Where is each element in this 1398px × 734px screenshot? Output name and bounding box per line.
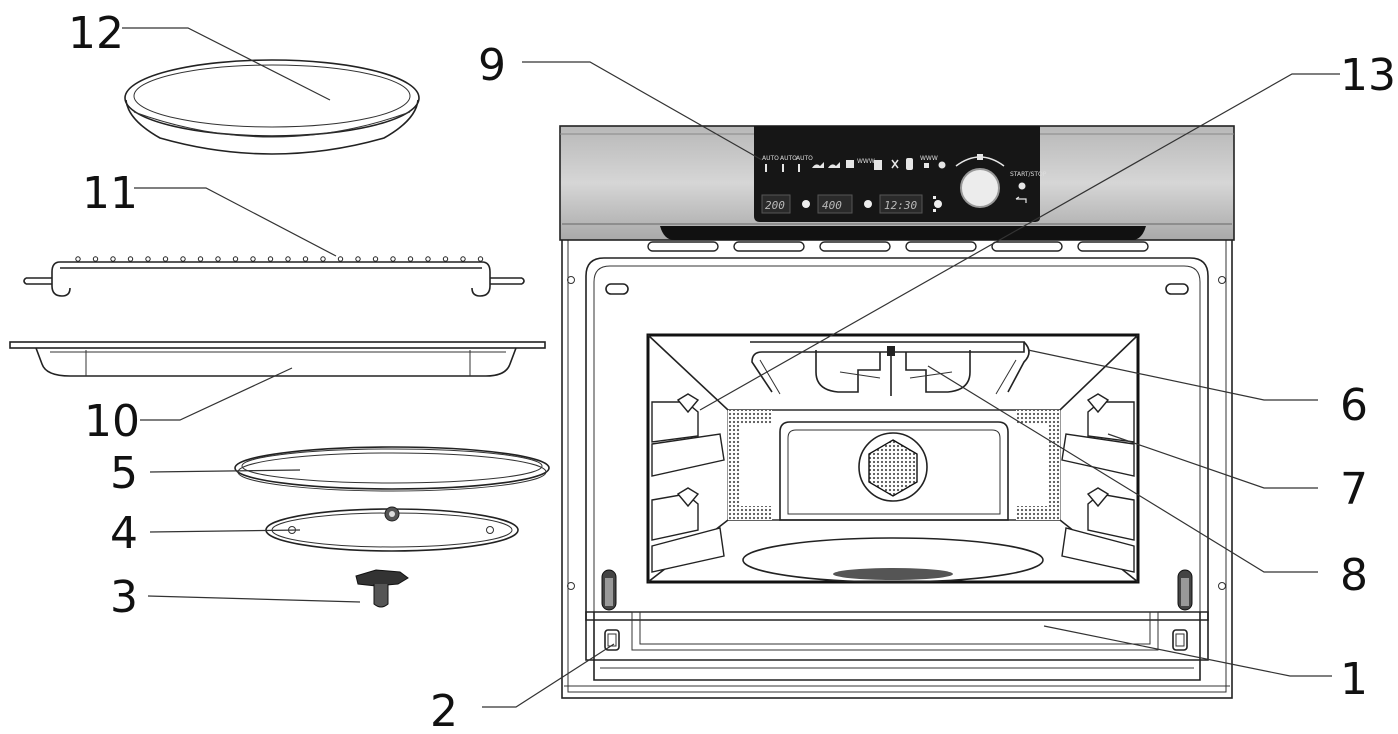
part-5-glass-turntable: [234, 446, 550, 492]
rack-wire-end: [127, 256, 134, 262]
label-2: 2: [430, 686, 458, 734]
rack-wire-end: [75, 256, 81, 262]
oven-body: AUTO AUTO AUTO WWW WWW 200 400: [559, 125, 1235, 699]
part-10-baking-tray: [9, 341, 546, 377]
side-rails-left: [651, 393, 725, 573]
part-11-grill-rack: [23, 256, 525, 297]
rack-wire-end: [215, 256, 221, 262]
leader-10: [140, 367, 293, 421]
vent-slot: [733, 241, 805, 252]
leader-9: [522, 61, 763, 161]
side-rails-right: [1061, 393, 1135, 573]
control-panel-icons: AUTO AUTO AUTO WWW WWW: [762, 155, 946, 172]
rack-wire-end: [320, 256, 326, 262]
svg-text:AUTO: AUTO: [796, 155, 813, 162]
leader-4: [149, 529, 301, 533]
rack-wire-end: [267, 256, 274, 262]
display-time: 12:30: [884, 199, 917, 212]
door-hinges: [601, 569, 1193, 611]
rack-wire-end: [390, 256, 396, 262]
rack-wire-end: [285, 256, 291, 262]
rack-wire-end: [180, 256, 186, 262]
leader-12: [122, 27, 331, 101]
vent-slot: [991, 241, 1063, 252]
display-temperature: 200: [765, 199, 785, 212]
leader-11: [134, 187, 337, 257]
rack-wire-end: [425, 256, 431, 262]
label-10: 10: [84, 396, 140, 447]
vent-slot: [905, 241, 977, 252]
rack-wire-end: [110, 256, 116, 262]
rack-wire-end: [355, 256, 361, 262]
label-11: 11: [82, 168, 138, 219]
label-13: 13: [1340, 50, 1396, 101]
part-4-roller-ring: [265, 506, 519, 552]
part-3-coupler: [355, 569, 409, 608]
label-12: 12: [68, 8, 124, 59]
leader-13: [699, 73, 1340, 411]
leader-3: [147, 595, 361, 603]
door: [564, 611, 1230, 687]
rack-wire-end: [407, 256, 414, 262]
vent-slot: [819, 241, 891, 252]
label-8: 8: [1340, 550, 1368, 601]
rack-wire-end: [372, 256, 379, 262]
svg-text:WWW: WWW: [857, 158, 875, 165]
rack-wire-end: [162, 256, 169, 262]
rack-wire-end: [92, 256, 99, 262]
part-12-round-tray: [124, 59, 420, 155]
rack-wire-end: [250, 256, 256, 262]
rack-wire-end: [145, 256, 151, 262]
label-4: 4: [110, 508, 138, 559]
start-stop-label: START/STOP: [1010, 171, 1047, 178]
label-7: 7: [1340, 464, 1368, 515]
leader-1: [1043, 625, 1332, 677]
rack-wire-end: [232, 256, 239, 262]
svg-text:AUTO: AUTO: [762, 155, 779, 162]
vent-slot: [1077, 241, 1149, 252]
rack-wire-end: [337, 256, 344, 262]
svg-text:AUTO: AUTO: [780, 155, 797, 162]
leader-lines: [122, 27, 1340, 708]
label-3: 3: [110, 572, 138, 623]
label-1: 1: [1340, 654, 1368, 705]
svg-text:WWW: WWW: [920, 155, 938, 162]
digital-displays: 200 400 12:30: [761, 194, 942, 214]
label-6: 6: [1340, 380, 1368, 431]
leader-6: [1027, 349, 1318, 401]
leader-7: [1107, 433, 1318, 489]
label-5: 5: [110, 448, 138, 499]
vent-slot: [647, 241, 719, 252]
label-9: 9: [478, 40, 506, 91]
leader-8: [927, 365, 1318, 573]
rack-wire-end: [197, 256, 204, 262]
rack-wire-end: [302, 256, 309, 262]
rotary-knob: [955, 154, 1005, 208]
grill-heater: [750, 341, 1030, 396]
rack-wire-end: [442, 256, 449, 262]
rack-wire-end: [460, 256, 466, 262]
rack-wire-end: [477, 256, 484, 262]
leader-2: [482, 643, 615, 708]
part-number-labels: 12 11 10 5 4 3 2 9 13 6 7 8 1: [68, 8, 1396, 734]
leader-5: [149, 469, 301, 473]
display-power: 400: [822, 199, 842, 212]
